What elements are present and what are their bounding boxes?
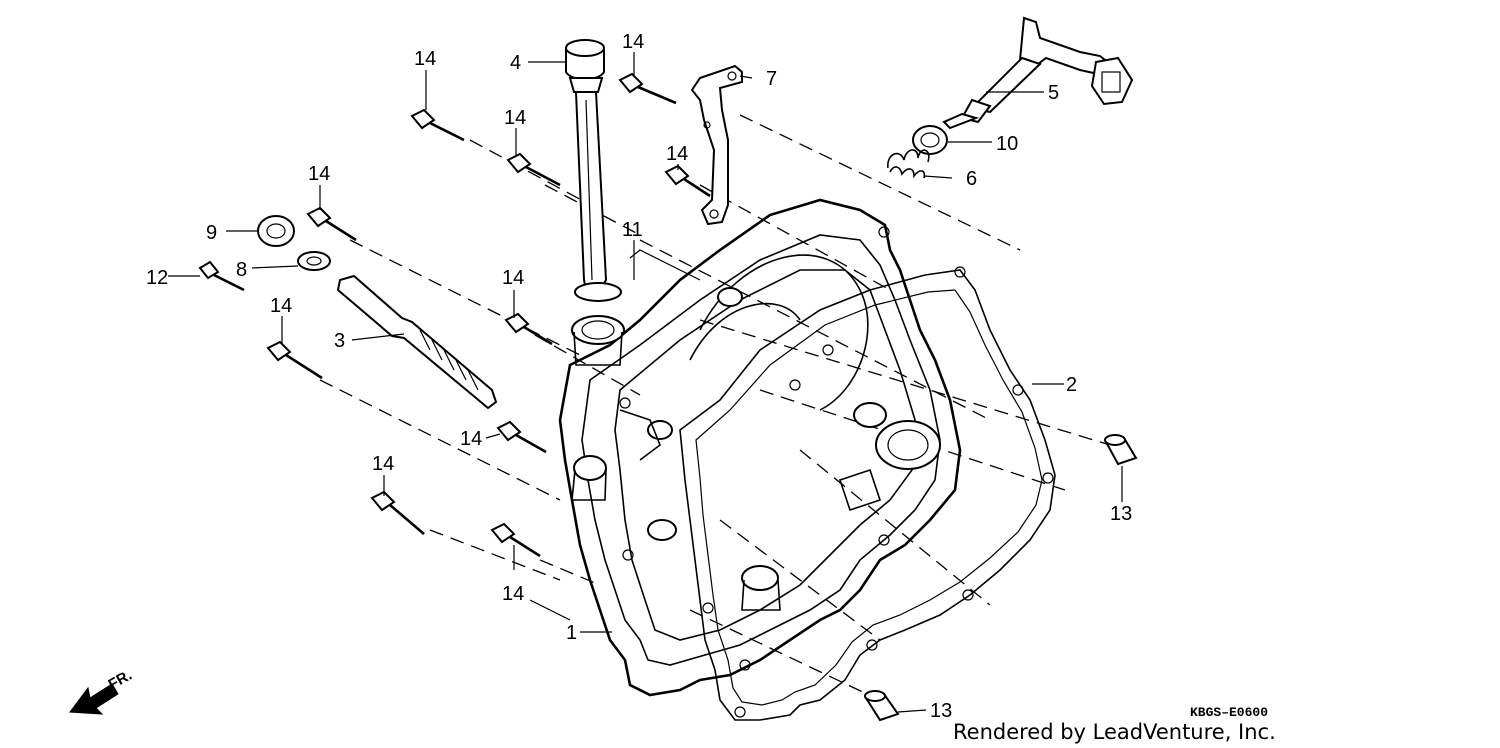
- callout-8: 8: [236, 259, 247, 281]
- oil-seal: [912, 125, 948, 155]
- bolt: [266, 340, 323, 380]
- callout-14: 14: [622, 31, 644, 53]
- front-arrow-icon: [69, 683, 119, 715]
- bolts: [198, 72, 711, 558]
- cover-gasket: [679, 266, 1056, 721]
- callout-1: 1: [566, 622, 577, 644]
- callout-11: 11: [622, 219, 643, 241]
- washer: [297, 251, 331, 271]
- callout-13: 13: [930, 700, 952, 722]
- render-credit: Rendered by LeadVenture, Inc.: [953, 720, 1276, 744]
- bolt-12: [198, 260, 245, 292]
- dowel-pin-right: [1104, 434, 1138, 466]
- return-spring: [887, 149, 930, 179]
- callout-14: 14: [308, 163, 330, 185]
- bolt: [370, 490, 425, 535]
- leader-lines: [168, 52, 1123, 713]
- bolt: [410, 108, 465, 142]
- callout-12: 12: [146, 267, 168, 289]
- bolt: [506, 152, 561, 187]
- spindle-arm: [942, 16, 1134, 130]
- stay-plate: [690, 64, 743, 226]
- oil-seal-left: [257, 215, 295, 247]
- oil-filler-cap-dipstick: [565, 39, 608, 301]
- callout-13: 13: [1110, 503, 1132, 525]
- callout-14: 14: [502, 583, 524, 605]
- bolt: [490, 522, 541, 558]
- bolt: [618, 72, 677, 105]
- bolt: [664, 164, 711, 198]
- front-direction-indicator: FR.: [69, 667, 135, 715]
- callout-10: 10: [996, 133, 1018, 155]
- callout-9: 9: [206, 222, 217, 244]
- callout-2: 2: [1066, 374, 1077, 396]
- callout-numbers: 4 14 14 14 14 14 9 8 12 14 3 14 11 14 14…: [146, 31, 1132, 722]
- dowel-pin-bottom: [864, 690, 900, 722]
- diagram-code: KBGS–E0600: [1190, 705, 1268, 720]
- callout-14: 14: [502, 267, 524, 289]
- bolt: [306, 206, 357, 242]
- callout-5: 5: [1048, 82, 1059, 104]
- callout-14: 14: [504, 107, 526, 129]
- callout-14: 14: [270, 295, 292, 317]
- o-ring: [574, 282, 622, 302]
- crankcase-cover: [558, 198, 962, 697]
- callout-14: 14: [460, 428, 482, 450]
- drive-shaft: [336, 274, 498, 410]
- bolt: [504, 312, 553, 346]
- callout-6: 6: [966, 168, 977, 190]
- callout-14: 14: [666, 143, 688, 165]
- bolt: [496, 420, 547, 454]
- callout-3: 3: [334, 330, 345, 352]
- callout-14: 14: [414, 48, 436, 70]
- callout-7: 7: [766, 68, 777, 90]
- callout-4: 4: [510, 52, 521, 74]
- callout-14: 14: [372, 453, 394, 475]
